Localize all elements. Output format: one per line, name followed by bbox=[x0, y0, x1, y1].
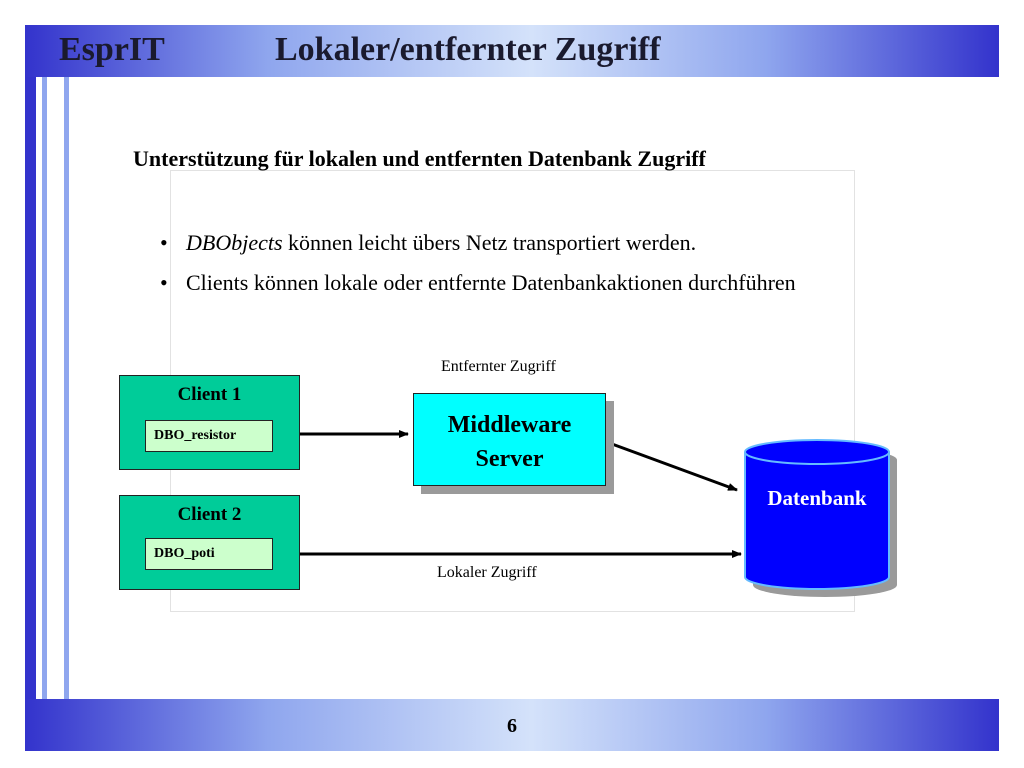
client2-box: Client 2 DBO_poti bbox=[119, 495, 300, 590]
client1-title: Client 1 bbox=[177, 384, 242, 405]
middleware-label-line1: Middleware bbox=[447, 412, 572, 438]
client1-box: Client 1 DBO_resistor bbox=[119, 375, 300, 470]
brand-title: EsprIT bbox=[59, 31, 165, 68]
arrow-middleware-to-database bbox=[611, 442, 738, 492]
bullet-item: • DBObjects können leicht übers Netz tran… bbox=[160, 230, 696, 256]
bullet-item: • Clients können lokale oder entfernte Da… bbox=[160, 270, 796, 296]
middleware-label-line2: Server bbox=[475, 446, 544, 472]
client1-object: DBO_resistor bbox=[145, 420, 273, 452]
bullet-marker: • bbox=[160, 270, 168, 295]
header-bar: EsprIT Lokaler/entfernter Zugriff bbox=[25, 25, 999, 77]
bullet-marker: • bbox=[160, 230, 168, 255]
left-decor-bar-thin bbox=[64, 77, 69, 699]
bullet-text: können leicht übers Netz transportiert w… bbox=[282, 230, 697, 255]
middleware-label: Middleware Server bbox=[414, 408, 605, 476]
left-decor-bar bbox=[25, 77, 36, 699]
slide-title: Lokaler/entfernter Zugriff bbox=[275, 31, 661, 68]
database-cylinder bbox=[744, 439, 897, 597]
bullet-emphasis: DBObjects bbox=[186, 230, 283, 255]
local-access-label: Lokaler Zugriff bbox=[437, 564, 537, 581]
database-label: Datenbank bbox=[767, 486, 867, 510]
bullet-text: Clients können lokale oder entfernte Dat… bbox=[186, 270, 796, 295]
client2-title: Client 2 bbox=[177, 504, 242, 525]
page-number: 6 bbox=[507, 715, 517, 737]
middleware-server-box: Middleware Server bbox=[413, 393, 606, 486]
left-decor-bar-thin bbox=[42, 77, 47, 699]
client2-object: DBO_poti bbox=[145, 538, 273, 570]
footer-bar: 6 bbox=[25, 699, 999, 751]
remote-access-label: Entfernter Zugriff bbox=[441, 358, 556, 375]
slide-subtitle: Unterstützung für lokalen und entfernten… bbox=[133, 146, 706, 171]
